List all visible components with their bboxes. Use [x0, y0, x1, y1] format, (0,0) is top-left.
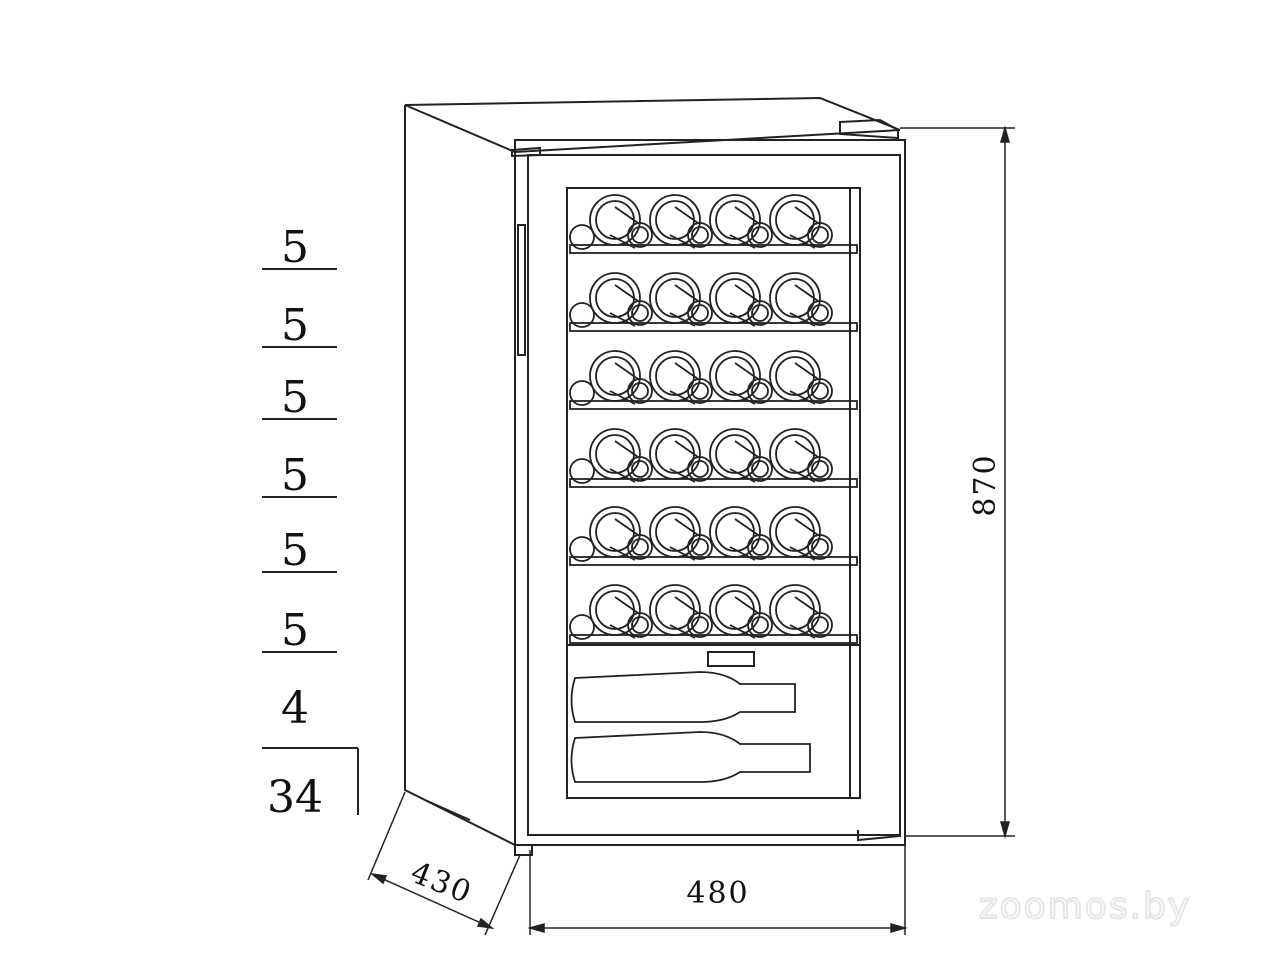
- bottle: [769, 194, 833, 249]
- bottle: [709, 350, 773, 405]
- bottom-bottles: [570, 671, 811, 783]
- bottle: [769, 584, 833, 639]
- bottle: [589, 584, 653, 639]
- lying-bottle: [570, 731, 811, 783]
- total-capacity: 34: [267, 772, 323, 823]
- bottle-racks: [569, 194, 858, 644]
- depth-dimension: [367, 791, 521, 936]
- bottle: [769, 350, 833, 405]
- bottle: [569, 380, 595, 406]
- bottle: [569, 536, 595, 562]
- display-panel: [707, 651, 755, 667]
- bottle: [709, 506, 773, 561]
- rack-shelf: [569, 478, 858, 488]
- bottle: [589, 506, 653, 561]
- depth-label: 430: [406, 855, 478, 911]
- bottle: [589, 272, 653, 327]
- bottle: [709, 272, 773, 327]
- door-handle: [517, 224, 526, 356]
- rack-shelf: [569, 634, 858, 644]
- rack-shelf: [569, 244, 858, 254]
- door-inner-frame: [527, 154, 901, 836]
- bottle: [709, 428, 773, 483]
- shelf-capacity: 5: [281, 300, 309, 351]
- side-feet: [424, 799, 471, 821]
- height-dimension: [900, 125, 1015, 839]
- bottle: [649, 584, 713, 639]
- glass-window: [566, 187, 861, 799]
- bottle: [769, 272, 833, 327]
- height-label: 870: [968, 453, 1003, 516]
- cabinet-side: [404, 105, 516, 847]
- watermark: zoomos.by: [979, 886, 1191, 927]
- bottle: [709, 584, 773, 639]
- bottle: [589, 350, 653, 405]
- shelf-capacity: 5: [281, 450, 309, 501]
- shelf-capacity: 5: [281, 222, 309, 273]
- bottle: [569, 224, 595, 250]
- bottle: [589, 428, 653, 483]
- shelf-capacity: 4: [281, 683, 309, 734]
- bottle: [709, 194, 773, 249]
- cabinet: [404, 96, 906, 856]
- bottle: [649, 194, 713, 249]
- width-label: 480: [686, 876, 749, 911]
- bottle: [569, 302, 595, 328]
- bottle: [769, 428, 833, 483]
- hinge-top: [839, 118, 899, 140]
- width-dimension: [527, 840, 908, 935]
- bottle: [649, 350, 713, 405]
- front-feet: [514, 828, 901, 856]
- cabinet-top: [404, 96, 901, 154]
- shelf-capacity: 5: [281, 525, 309, 576]
- bottle: [649, 506, 713, 561]
- bottle: [769, 506, 833, 561]
- rack-shelf: [569, 322, 858, 332]
- shelf-capacity: 5: [281, 605, 309, 656]
- bottle: [589, 194, 653, 249]
- lying-bottle: [570, 671, 796, 723]
- bottle: [569, 458, 595, 484]
- bottle: [569, 614, 595, 640]
- shelf-capacity: 5: [281, 372, 309, 423]
- bottle: [649, 428, 713, 483]
- shelf-capacity-list: 5 5 5 5 5 5 4: [262, 222, 337, 734]
- door-frame: [514, 139, 906, 846]
- rack-shelf: [569, 400, 858, 410]
- bottle: [649, 272, 713, 327]
- rack-shelf: [569, 556, 858, 566]
